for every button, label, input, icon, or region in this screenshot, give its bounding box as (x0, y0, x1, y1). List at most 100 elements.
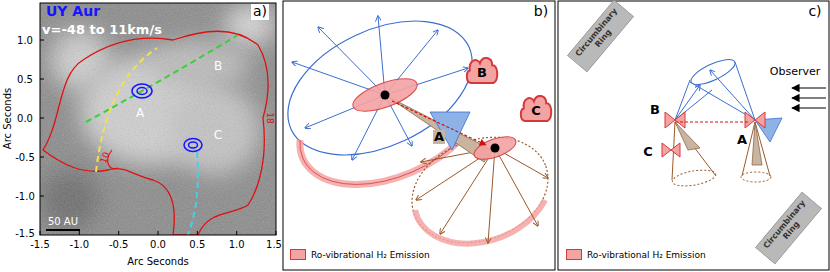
legend-entry: Ro-vibrational H₂ Emission (290, 249, 430, 260)
legend-text: Ro-vibrational H₂ Emission (587, 250, 706, 260)
outflow-schematic-c-part-part (675, 85, 700, 120)
outflow-schematic-b-part (416, 148, 548, 243)
knot-letter: B (477, 65, 487, 80)
velocity-range: v=-48 to 11km/s (42, 23, 162, 37)
grayscale-image-part (40, 3, 276, 235)
grayscale-image-part (137, 88, 147, 95)
grayscale-image-part (43, 31, 268, 235)
grayscale-image-part (132, 84, 152, 98)
emission-knot: B (465, 55, 499, 86)
outflow-schematic-c (662, 55, 826, 189)
outflow-schematic-c-part (665, 112, 685, 128)
legend-swatch (290, 249, 306, 260)
grayscale-image-part (96, 48, 157, 172)
star-letter: C (643, 145, 653, 159)
star-letter: B (650, 103, 660, 117)
outflow-schematic-c-part-part (741, 172, 771, 182)
grayscale-image (40, 3, 276, 235)
grayscale-image-part (188, 152, 198, 235)
grayscale-image-part (184, 139, 202, 152)
outflow-schematic-c-part (752, 122, 762, 165)
region-letter: C (214, 129, 222, 142)
scale-bar-label: 50 AU (48, 216, 78, 227)
circumbinary-ring-box: Circumbinary Ring (755, 192, 822, 265)
outflow-schematic-c-part (675, 70, 755, 120)
outflow-schematic-c-part-part (675, 122, 716, 176)
ring-outline (755, 192, 822, 265)
panel-frame (558, 1, 829, 270)
axis-tick: 1.0 (17, 35, 33, 46)
grayscale-image-part (86, 35, 238, 122)
axis-tick: -1.0 (70, 239, 90, 250)
outflow-schematic-b-part (392, 101, 486, 145)
axis-tick: 0.5 (17, 74, 33, 85)
axis-tick: -0.5 (109, 239, 129, 250)
cloud-outline (467, 58, 497, 83)
grayscale-image-part (40, 3, 276, 235)
axes (40, 3, 276, 235)
region-letter: B (214, 60, 222, 73)
axis-tick: 1.5 (266, 239, 282, 250)
axis-title: Arc Seconds (3, 87, 14, 148)
outflow-schematic-c-part (792, 88, 826, 108)
star-letter: A (737, 133, 747, 147)
outflow-schematic-c-part-part (671, 167, 717, 188)
outflow-schematic-b-part-part (488, 148, 495, 243)
axes-part (40, 40, 44, 196)
panel-letter: a) (251, 4, 269, 19)
outflow-schematic-b-part-part (440, 148, 495, 234)
axis-title: Arc Seconds (127, 256, 188, 267)
outflow-schematic-b-part (397, 119, 563, 261)
panel-frame (283, 1, 555, 270)
axis-tick: 0.0 (17, 113, 33, 124)
outflow-schematic-c-part-part (735, 62, 755, 120)
outflow-schematic-b-part (491, 144, 500, 153)
outflow-schematic-c-part (662, 143, 680, 157)
outflow-schematic-b-part (430, 112, 470, 150)
observer-label: Observer (770, 66, 820, 78)
axis-tick: 0.0 (150, 239, 166, 250)
outflow-schematic-c-part-part (688, 55, 738, 90)
panel-letter: c) (806, 4, 823, 19)
outflow-schematic-b-part (381, 91, 390, 100)
cloud-outline (521, 96, 551, 121)
outflow-schematic-b-part (292, 16, 468, 160)
axes-part (40, 231, 276, 235)
legend-text: Ro-vibrational H₂ Emission (311, 250, 430, 260)
outflow-schematic-b-part-part (318, 27, 385, 95)
contour-label: 18 (264, 112, 274, 123)
axis-tick: -0.5 (15, 152, 35, 163)
circumbinary-ring-box: Circumbinary Ring (567, 0, 634, 72)
star-letter: A (433, 130, 445, 144)
outflow-schematic-c-part-part (792, 107, 826, 108)
grayscale-image-part (189, 142, 198, 148)
outflow-schematic-c-part-part (792, 97, 826, 98)
outflow-schematic-c-part (675, 122, 748, 123)
outflow-schematic-c-part (745, 112, 765, 128)
outflow-schematic-b (267, 0, 563, 261)
axis-tick: -1.5 (30, 239, 50, 250)
ring-outline (567, 0, 634, 72)
panel-letter: b) (532, 4, 550, 19)
outflow-schematic-c-part-part (710, 70, 755, 120)
outflow-schematic-b-part (300, 140, 460, 184)
axis-tick: 1.0 (229, 239, 245, 250)
legend-swatch (566, 249, 582, 260)
outflow-schematic-b-part (471, 132, 519, 164)
emission-knot: C (519, 93, 553, 124)
legend-entry: Ro-vibrational H₂ Emission (566, 249, 706, 260)
outflow-schematic-c-part (675, 55, 755, 120)
object-name: UY Aur (46, 4, 100, 19)
outflow-schematic-b-part (349, 72, 421, 118)
axis-tick: 0.5 (189, 239, 205, 250)
region-letter: A (136, 107, 144, 120)
outflow-schematic-b-part (415, 200, 545, 244)
outflow-schematic-c-part-part (792, 87, 826, 88)
axes-part (40, 3, 276, 235)
grayscale-image-part (46, 229, 80, 231)
outflow-schematic-b-part (300, 140, 460, 184)
outflow-schematic-c-part (671, 122, 771, 189)
axis-tick: -1.5 (15, 228, 35, 239)
